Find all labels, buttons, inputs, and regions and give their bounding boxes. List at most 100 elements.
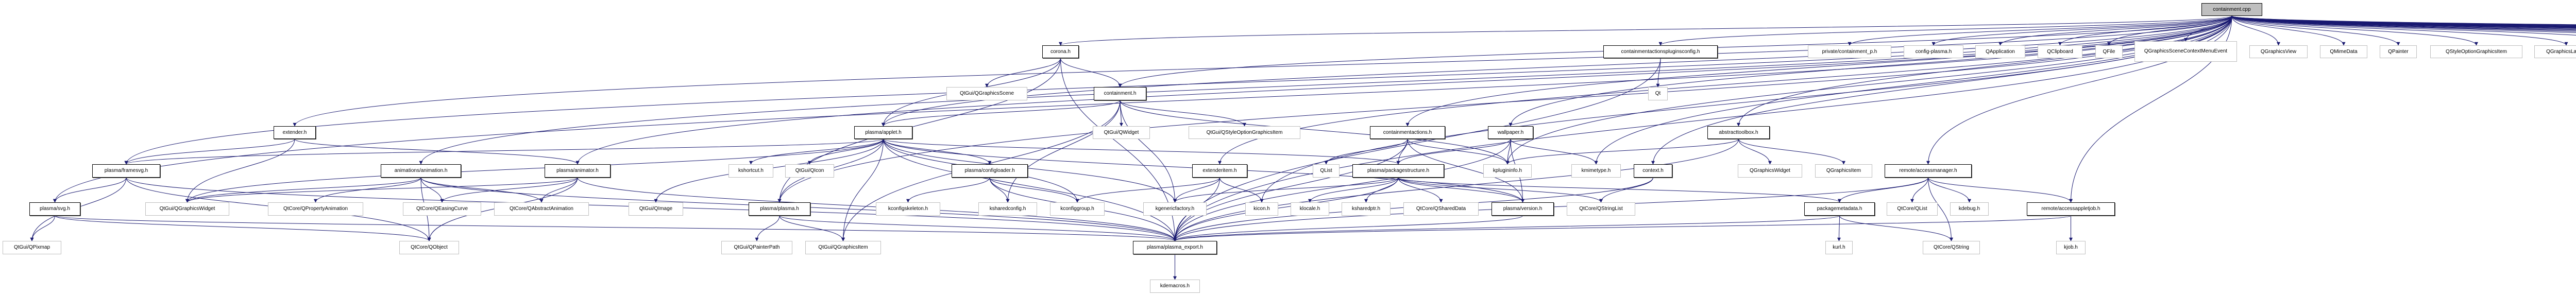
edge-context-to-qstringlist: [1599, 177, 1653, 203]
node-qgraphicsitem: QGraphicsItem: [1815, 164, 1872, 178]
node-label: remote/accessappletjob.h: [2041, 206, 2100, 212]
node-label: QtCore/QObject: [411, 245, 448, 250]
node-label: plasma/configloader.h: [964, 168, 1015, 173]
node-label: containmentactions.h: [1383, 129, 1432, 135]
node-label: ksharedconfig.h: [989, 206, 1026, 212]
node-label: QGraphicsSceneContextMenuEvent: [2144, 48, 2228, 54]
node-qtcore-qeasingcurve: QtCore/QEasingCurve: [403, 202, 481, 216]
edge-atoolbox-to-qgitem2: [1738, 138, 1845, 165]
node-label: plasma/animator.h: [556, 168, 599, 173]
edge-accessjob-to-export: [1173, 215, 2071, 241]
edge-accessmgr-to-qstring: [1928, 177, 1953, 241]
node-remote-accessappletjob-h[interactable]: remote/accessappletjob.h: [2027, 202, 2115, 216]
node-qtcore-qlist: QtCore/QList: [1887, 202, 1938, 216]
node-label: containmentactionspluginsconfig.h: [1621, 48, 1700, 55]
node-plasma-animator-h[interactable]: plasma/animator.h: [545, 164, 611, 178]
edge-root-to-moc: [2231, 15, 2576, 25]
edge-animation-to-qpropanim: [314, 177, 421, 203]
node-label: QtCore/QString: [1934, 245, 1969, 250]
node-label: kdemacros.h: [1160, 283, 1190, 289]
edge-plasma-to-qpainterpath: [755, 215, 780, 241]
node-plasma-packagestructure-h[interactable]: plasma/packagestructure.h: [1352, 164, 1444, 178]
edge-root-to-qglayout: [2231, 15, 2568, 46]
edge-root-to-corona: [1059, 15, 2232, 46]
node-plasma-svg-h[interactable]: plasma/svg.h: [29, 202, 80, 216]
node-plasma-plasma-h[interactable]: plasma/plasma.h: [749, 202, 810, 216]
node-extender-h[interactable]: extender.h: [274, 126, 316, 139]
node-label: QtGui/QIcon: [795, 168, 824, 173]
node-ksharedptr-h: ksharedptr.h: [1342, 202, 1391, 216]
node-label: kjob.h: [2064, 245, 2078, 250]
node-label: QtGui/QStyleOptionGraphicsItem: [1206, 129, 1283, 135]
edge-applet-to-qicon: [808, 138, 884, 165]
edge-root-to-qsogi: [2231, 15, 2478, 46]
node-label: plasma/applet.h: [865, 129, 902, 135]
edge-applet-to-kshortcut: [749, 138, 884, 165]
node-context-h[interactable]: context.h: [1634, 164, 1672, 178]
node-abstracttoolbox-h[interactable]: abstracttoolbox.h: [1707, 126, 1770, 139]
edge-root-to-qmime: [2231, 15, 2346, 46]
edge-applet-to-kgenfact: [883, 138, 1177, 203]
node-plasma-framesvg-h[interactable]: plasma/framesvg.h: [92, 164, 160, 178]
node-label: remote/accessmanager.h: [1899, 168, 1957, 173]
node-qtcore-qstring: QtCore/QString: [1923, 241, 1980, 254]
edge-root-to-accessmgr: [1926, 15, 2232, 165]
node-packagemetadata-h[interactable]: packagemetadata.h: [1804, 202, 1875, 216]
edge-accessmgr-to-pkgmeta: [1838, 177, 1928, 203]
node-kurl-h: kurl.h: [1825, 241, 1853, 254]
edge-extender-to-framesvg: [124, 138, 295, 165]
edge-root-to-kaction: [2231, 15, 2576, 33]
node-remote-accessmanager-h[interactable]: remote/accessmanager.h: [1885, 164, 1972, 178]
edge-applet-to-qgwidget: [185, 138, 884, 203]
edge-root-to-capc_p: [2231, 15, 2576, 26]
node-extenderitem-h[interactable]: extenderitem.h: [1192, 164, 1247, 178]
edge-atoolbox-to-kplugininfo: [1505, 138, 1739, 165]
node-label: plasma/plasma_export.h: [1147, 245, 1203, 250]
node-wallpaper-h[interactable]: wallpaper.h: [1488, 126, 1533, 139]
node-qgraphicswidget: QGraphicsWidget: [1738, 164, 1802, 178]
edge-extender-to-animator: [294, 138, 580, 165]
node-containment-cpp[interactable]: containment.cpp: [2201, 3, 2262, 16]
node-containmentactionspluginsconfig-h[interactable]: containmentactionspluginsconfig.h: [1603, 45, 1718, 58]
node-containmentactions-h[interactable]: containmentactions.h: [1370, 126, 1445, 139]
node-label: kurl.h: [1833, 245, 1845, 250]
node-containment-h[interactable]: containment.h: [1094, 87, 1146, 100]
edge-animator-to-qgwidget: [185, 177, 578, 203]
node-label: QList: [1320, 168, 1332, 173]
edge-cactions-to-kplugininfo: [1407, 138, 1510, 165]
node-animations-animation-h[interactable]: animations/animation.h: [381, 164, 461, 178]
edge-root-to-wallpaper: [1509, 15, 2232, 127]
node-plasma-configloader-h[interactable]: plasma/configloader.h: [952, 164, 1028, 178]
edge-framesvg-to-svg: [53, 177, 127, 203]
edge-root-to-kstt: [2231, 15, 2576, 29]
node-label: kconfiggroup.h: [1060, 206, 1094, 212]
node-label: QApplication: [1986, 48, 2015, 55]
edge-pkgstruct-to-export: [1173, 177, 1399, 241]
edge-cactions-to-export: [1173, 138, 1408, 241]
edge-pkgmeta-to-qstring: [1839, 215, 1953, 241]
node-qgraphicslayout: QGraphicsLayout: [2534, 45, 2576, 58]
node-label: QtGui/QWidget: [1104, 129, 1139, 135]
node-kicon-h: kicon.h: [1245, 202, 1278, 216]
node-label: QGraphicsView: [2260, 48, 2297, 55]
edge-animation-to-qabsanim: [420, 177, 544, 203]
node-corona-h[interactable]: corona.h: [1042, 45, 1079, 58]
edge-cactions-to-qlist: [1324, 138, 1408, 165]
node-plasma-applet-h[interactable]: plasma/applet.h: [854, 126, 912, 139]
node-qapplication: QApplication: [1975, 45, 2025, 58]
node-label: kconfigskeleton.h: [888, 206, 928, 212]
edge-corona-to-containment: [1060, 58, 1122, 88]
edge-version-to-export: [1173, 215, 1523, 241]
node-label: private/containment_p.h: [1822, 48, 1877, 55]
node-plasma-plasma-export-h[interactable]: plasma/plasma_export.h: [1133, 241, 1217, 254]
node-label: plasma/packagestructure.h: [1367, 168, 1430, 173]
node-label: kicon.h: [1253, 206, 1270, 212]
node-qtgui-qimage: QtGui/QImage: [629, 202, 683, 216]
edge-root-to-svg: [53, 15, 2232, 203]
node-plasma-version-h[interactable]: plasma/version.h: [1492, 202, 1554, 216]
node-label: extenderitem.h: [1202, 168, 1237, 173]
node-kconfigskeleton-h: kconfigskeleton.h: [876, 202, 940, 216]
edge-extitem-to-kcfggroup: [1075, 177, 1220, 203]
node-qtcore-qstringlist: QtCore/QStringList: [1567, 202, 1635, 216]
node-label: corona.h: [1050, 48, 1071, 55]
